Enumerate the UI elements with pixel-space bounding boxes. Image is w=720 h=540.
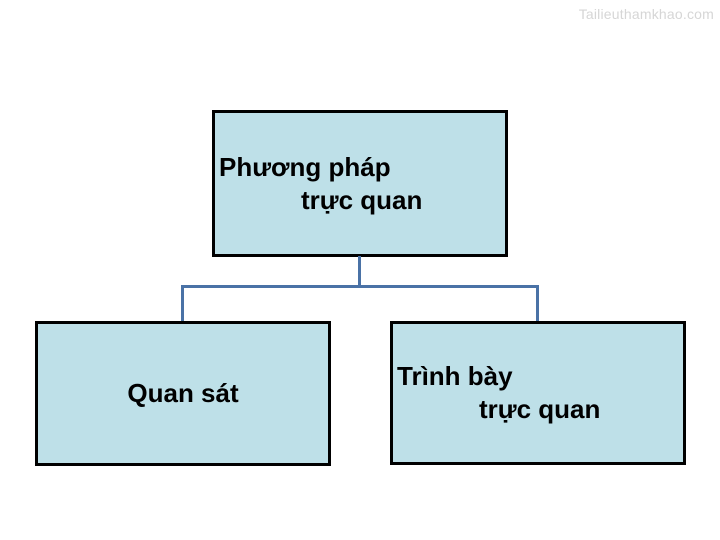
node-label: Quan sát [127, 378, 239, 408]
node-label-line2: trực quan [301, 184, 423, 215]
watermark-text: Tailieuthamkhao.com [578, 6, 714, 22]
node-phuong-phap-truc-quan: Phương pháp trực quan [212, 110, 508, 257]
node-label-line1: Phương pháp [219, 151, 391, 182]
connector-horizontal-bar [181, 285, 539, 288]
connector-right-drop [536, 285, 539, 322]
node-quan-sat: Quan sát [35, 321, 331, 466]
node-label: Trình bày trực quan [393, 360, 683, 426]
connector-left-drop [181, 285, 184, 322]
node-label-line1: Trình bày [397, 361, 513, 391]
connector-stem [358, 256, 361, 287]
node-label-line2: trực quan [479, 394, 601, 424]
node-trinh-bay-truc-quan: Trình bày trực quan [390, 321, 686, 465]
node-label: Phương pháp trực quan [215, 151, 505, 217]
